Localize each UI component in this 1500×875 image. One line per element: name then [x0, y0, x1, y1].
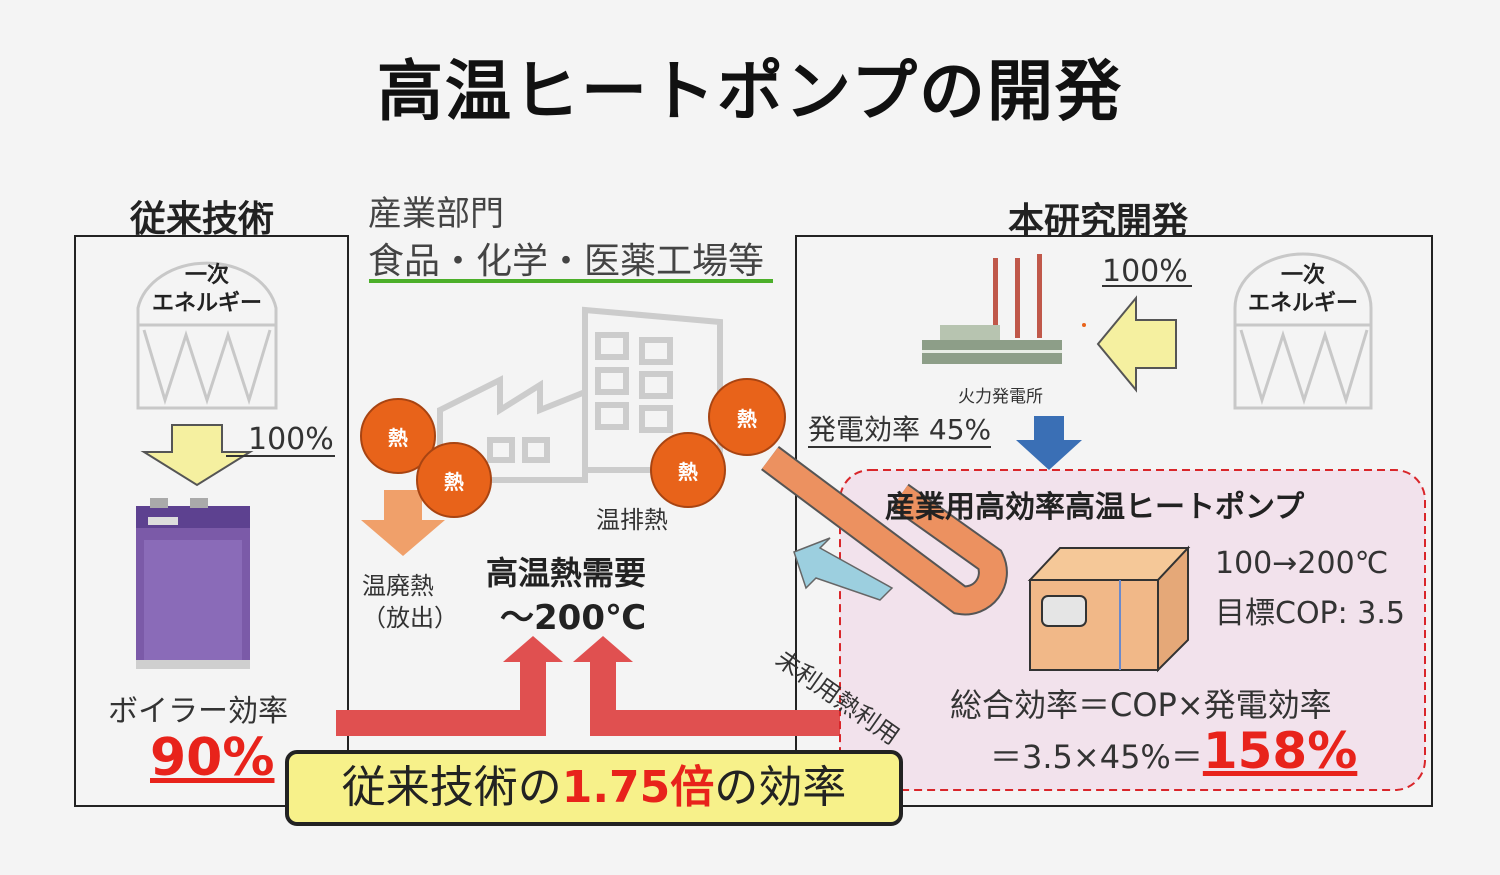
heat-icon-label: 熱	[388, 425, 408, 450]
callout-prefix: 従来技術の	[341, 762, 562, 813]
boiler-label: ボイラー効率	[108, 694, 288, 729]
formula-line2-prefix: ＝3.5×45%＝	[990, 738, 1203, 776]
heat-pump-title: 産業用高効率高温ヒートポンプ	[885, 490, 1305, 525]
right-energy-label: 一次 エネルギー	[1238, 262, 1368, 318]
callout-highlight: 1.75倍	[561, 762, 715, 813]
left-heading: 従来技術	[130, 199, 275, 240]
target-cop: 目標COP: 3.5	[1215, 596, 1406, 631]
heat-icon-label: 熱	[678, 459, 698, 484]
right-percent: 100%	[1102, 254, 1188, 289]
left-panel-frame	[74, 235, 349, 807]
left-energy-line2: エネルギー	[151, 291, 262, 316]
formula-line1: 総合効率＝COP×発電効率	[950, 686, 1332, 724]
right-energy-line1: 一次	[1280, 263, 1325, 288]
demand-line1: 高温熱需要	[486, 554, 647, 592]
heat-icon: 熱	[416, 442, 492, 518]
heat-icon-label: 熱	[737, 406, 757, 431]
discarded-line2: （放出）	[362, 604, 458, 632]
page-title: 高温ヒートポンプの開発	[376, 53, 1124, 130]
boiler-image	[136, 498, 250, 669]
blue-down-arrow	[1016, 416, 1082, 470]
power-plant-label: 火力発電所	[958, 387, 1043, 407]
sector-line2: 食品・化学・医薬工場等	[368, 241, 765, 282]
left-percent: 100%	[248, 422, 334, 457]
primary-energy-icon-left	[136, 261, 278, 410]
heat-icon: 熱	[650, 432, 726, 508]
discharge-arrow	[361, 490, 445, 556]
right-panel-frame	[795, 235, 1433, 807]
return-arrow	[793, 537, 894, 601]
right-heading: 本研究開発	[1008, 201, 1189, 242]
boiler-value: 90%	[150, 728, 275, 788]
efficiency-callout: 従来技術の1.75倍の効率	[285, 750, 903, 826]
demand-line2: ～200℃	[500, 598, 647, 638]
right-energy-line2: エネルギー	[1247, 291, 1358, 316]
discarded-line1: 温廃熱	[362, 572, 434, 600]
formula-line2: ＝3.5×45%＝158%	[990, 722, 1357, 780]
heat-pump-unit	[1027, 545, 1191, 673]
heat-icon: 熱	[708, 378, 786, 456]
heat-icon-label: 熱	[444, 469, 464, 494]
waste-heat-label: 温排熱	[596, 506, 668, 534]
callout-suffix: の効率	[714, 762, 847, 813]
formula-result: 158%	[1202, 722, 1358, 780]
left-energy-label: 一次 エネルギー	[142, 262, 272, 318]
left-energy-line1: 一次	[184, 263, 229, 288]
generation-efficiency: 発電効率 45%	[808, 413, 992, 448]
yellow-left-arrow	[1096, 295, 1177, 393]
power-plant-image	[922, 254, 1062, 364]
sector-line1: 産業部門	[368, 194, 504, 234]
yellow-down-arrow	[140, 424, 254, 487]
red-arrows	[336, 636, 855, 736]
temperature-range: 100→200℃	[1215, 546, 1389, 581]
primary-energy-icon-right	[1233, 252, 1373, 410]
